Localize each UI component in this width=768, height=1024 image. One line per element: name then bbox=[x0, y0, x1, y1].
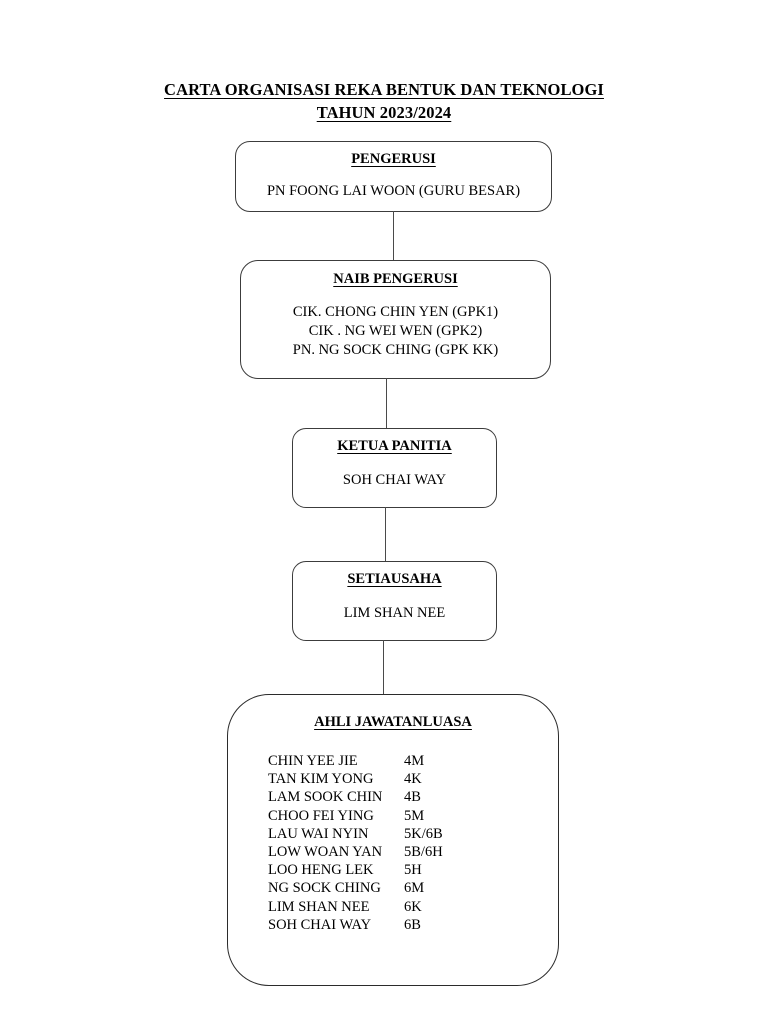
member-class: 4K bbox=[404, 771, 422, 788]
connector-pengerusi-to-naib bbox=[393, 211, 395, 261]
member-name: NG SOCK CHING bbox=[268, 880, 381, 897]
node-naib-pengerusi-heading: NAIB PENGERUSI bbox=[333, 271, 458, 287]
node-setiausaha-member: LIM SHAN NEE bbox=[343, 605, 446, 621]
connector-setiausaha-to-ahli bbox=[383, 640, 385, 695]
member-name: CHIN YEE JIE bbox=[268, 753, 358, 769]
node-naib-pengerusi-members: CIK. CHONG CHIN YEN (GPK1) CIK . NG WEI … bbox=[241, 303, 550, 360]
connector-ketua-to-setiausaha bbox=[385, 507, 387, 562]
member-row: CHIN YEE JIE 4M bbox=[228, 752, 558, 770]
member-row: SOH CHAI WAY 6B bbox=[228, 916, 558, 934]
node-setiausaha: SETIAUSAHA LIM SHAN NEE bbox=[292, 561, 497, 641]
node-ketua-panitia-heading-wrap: KETUA PANITIA bbox=[293, 437, 496, 455]
member-name: SOH CHAI WAY bbox=[268, 916, 372, 933]
member-name: LOO HENG LEK bbox=[268, 862, 374, 879]
member-name: TAN KIM YONG bbox=[268, 771, 374, 788]
member-row: CHOO FEI YING 5M bbox=[228, 807, 558, 825]
member-class: 6B bbox=[404, 916, 421, 933]
node-setiausaha-heading-wrap: SETIAUSAHA bbox=[293, 570, 496, 588]
node-setiausaha-heading: SETIAUSAHA bbox=[347, 571, 442, 587]
member-class: 5H bbox=[404, 862, 422, 879]
node-ahli-jawatankuasa-heading-wrap: AHLI JAWATANLUASA bbox=[228, 713, 558, 731]
node-naib-pengerusi-heading-wrap: NAIB PENGERUSI bbox=[241, 270, 550, 288]
member-name: CHOO FEI YING bbox=[268, 807, 374, 824]
node-ketua-panitia: KETUA PANITIA SOH CHAI WAY bbox=[292, 428, 497, 508]
member-class: 4B bbox=[404, 789, 421, 806]
member-row: NG SOCK CHING 6M bbox=[228, 879, 558, 897]
node-pengerusi-member: PN FOONG LAI WOON (GURU BESAR) bbox=[266, 183, 521, 199]
member-row: LOW WOAN YAN 5B/6H bbox=[228, 843, 558, 861]
member-class: 6M bbox=[404, 880, 425, 897]
node-ahli-jawatankuasa-heading: AHLI JAWATANLUASA bbox=[314, 714, 472, 730]
member-name: LIM SHAN NEE bbox=[268, 898, 370, 915]
member-row: LIM SHAN NEE 6K bbox=[228, 898, 558, 916]
member-row: LOO HENG LEK 5H bbox=[228, 861, 558, 879]
node-naib-pengerusi-member-2: CIK . NG WEI WEN (GPK2) bbox=[308, 323, 483, 339]
connector-naib-to-ketua bbox=[386, 378, 388, 429]
node-pengerusi-heading-wrap: PENGERUSI bbox=[236, 150, 551, 168]
member-row: TAN KIM YONG 4K bbox=[228, 770, 558, 788]
node-naib-pengerusi-member-3: PN. NG SOCK CHING (GPK KK) bbox=[292, 342, 499, 358]
member-row: LAU WAI NYIN 5K/6B bbox=[228, 825, 558, 843]
page-title: CARTA ORGANISASI REKA BENTUK DAN TEKNOLO… bbox=[84, 78, 684, 124]
node-naib-pengerusi: NAIB PENGERUSI CIK. CHONG CHIN YEN (GPK1… bbox=[240, 260, 551, 379]
member-name: LOW WOAN YAN bbox=[268, 844, 383, 861]
node-ketua-panitia-member: SOH CHAI WAY bbox=[342, 472, 447, 488]
member-name: LAU WAI NYIN bbox=[268, 825, 369, 842]
member-class: 5M bbox=[404, 807, 425, 824]
node-naib-pengerusi-member-1: CIK. CHONG CHIN YEN (GPK1) bbox=[292, 304, 499, 320]
node-pengerusi: PENGERUSI PN FOONG LAI WOON (GURU BESAR) bbox=[235, 141, 552, 212]
member-class: 6K bbox=[404, 898, 422, 915]
node-ketua-panitia-heading: KETUA PANITIA bbox=[337, 438, 452, 454]
node-pengerusi-heading: PENGERUSI bbox=[351, 151, 436, 167]
member-class: 5B/6H bbox=[404, 844, 443, 861]
page-title-line-1: CARTA ORGANISASI REKA BENTUK DAN TEKNOLO… bbox=[164, 80, 604, 99]
member-class: 5K/6B bbox=[404, 825, 443, 842]
member-name: LAM SOOK CHIN bbox=[268, 789, 383, 806]
member-class: 4M bbox=[404, 753, 425, 769]
page-title-line-2: TAHUN 2023/2024 bbox=[316, 103, 452, 122]
member-row: LAM SOOK CHIN 4B bbox=[228, 788, 558, 806]
